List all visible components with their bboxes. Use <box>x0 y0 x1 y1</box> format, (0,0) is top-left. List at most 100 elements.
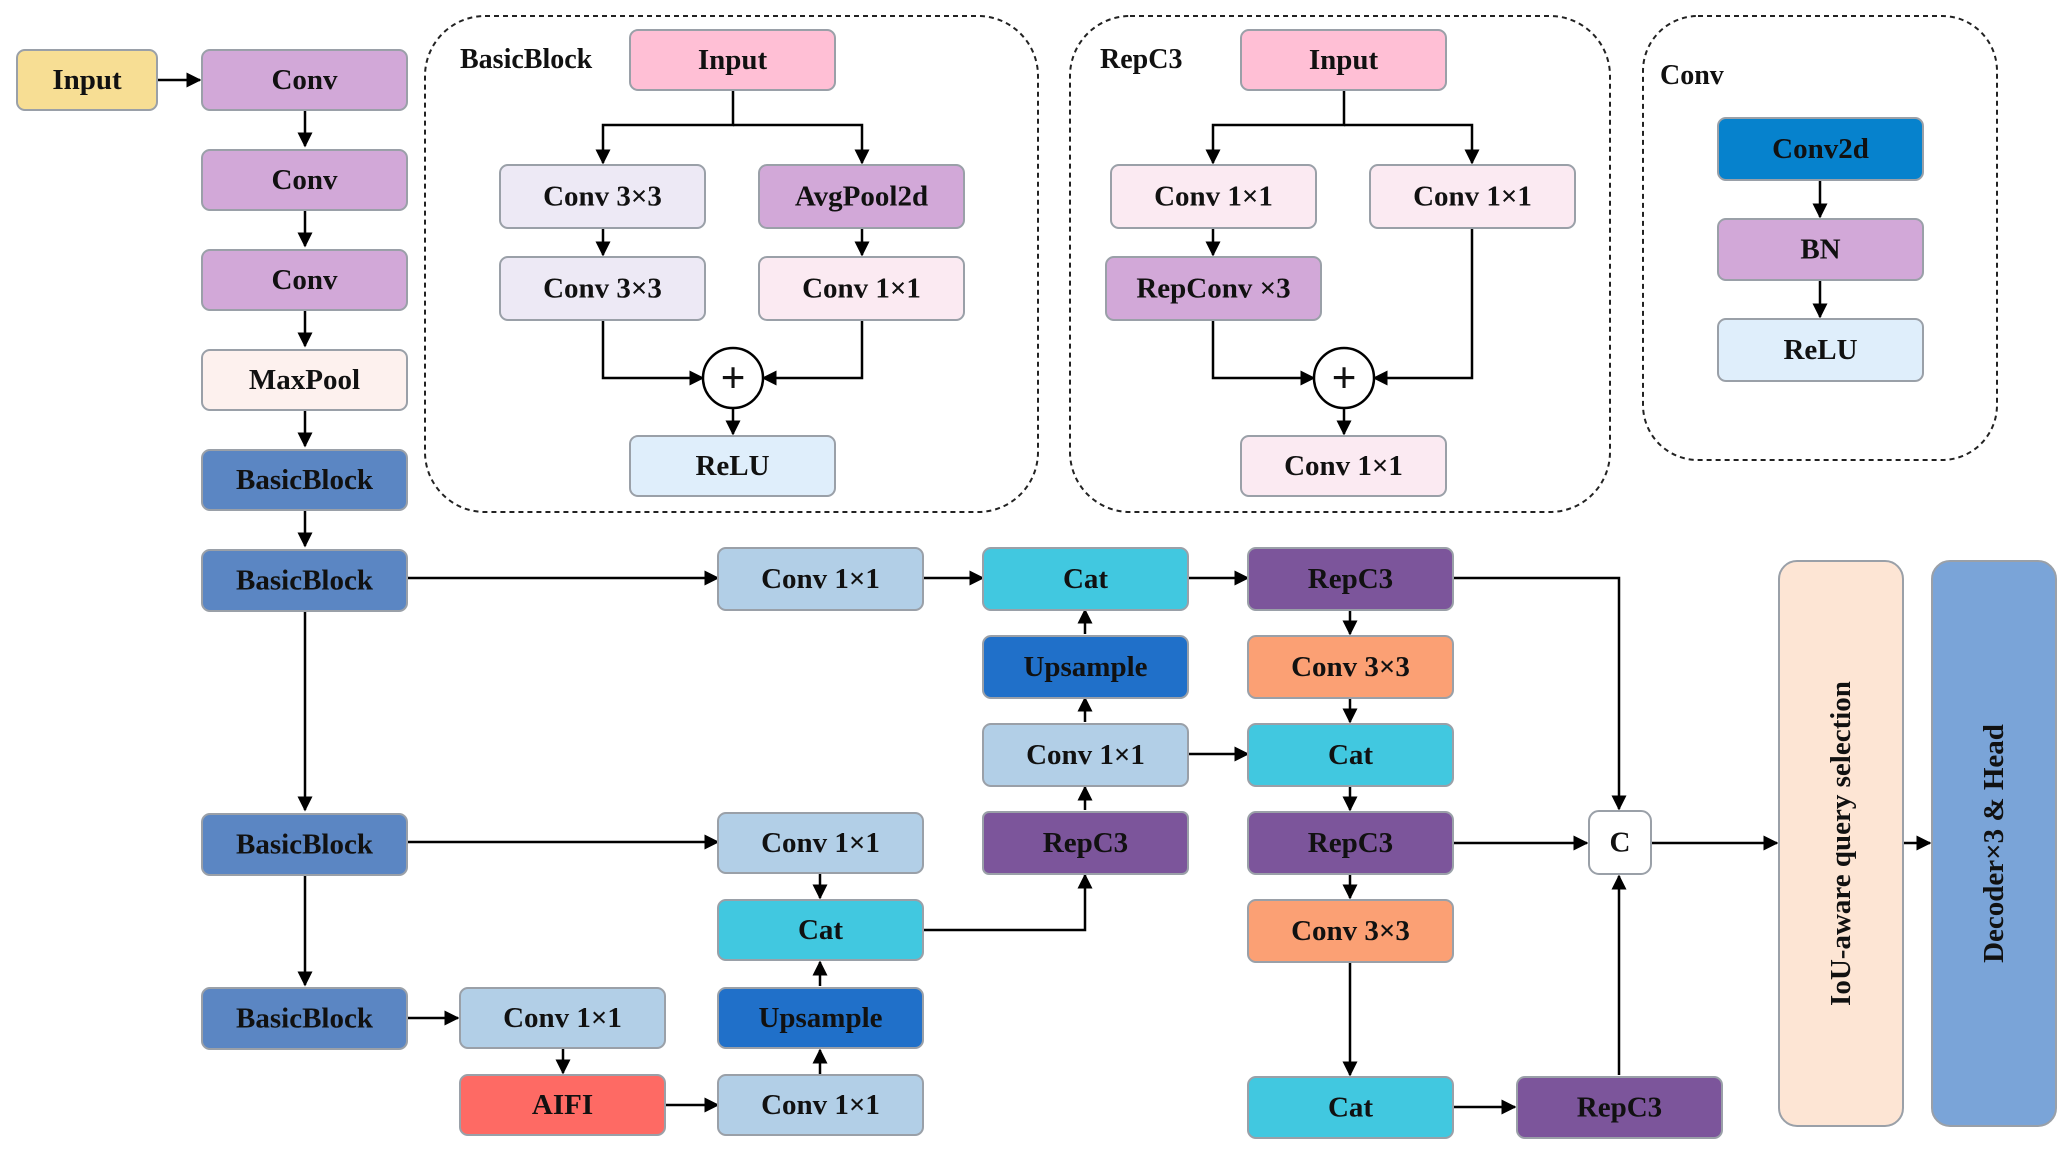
neck-conv3x3-a: Conv 3×3 <box>1247 635 1454 699</box>
basicblock-panel-avgpool: AvgPool2d <box>758 164 965 229</box>
neck-concat-box <box>1588 810 1652 875</box>
neck-repc3-out-2-label: RepC3 <box>1308 827 1393 859</box>
neck-conv3x3-a-label: Conv 3×3 <box>1291 651 1410 683</box>
backbone-conv-1-label: Conv <box>271 64 338 96</box>
head-iou-query-selection-box <box>1778 560 1904 1127</box>
neck-repc3-out-2: RepC3 <box>1247 811 1454 875</box>
conv-panel-bn: BN <box>1717 218 1924 281</box>
neck-aifi-box <box>459 1074 666 1136</box>
neck-conv-aifi: Conv 1×1 <box>717 1074 924 1136</box>
basicblock-panel-avgpool-label: AvgPool2d <box>795 181 928 213</box>
backbone-basicblock-2-label: BasicBlock <box>236 565 374 597</box>
neck-upsample-2-box <box>982 635 1189 699</box>
backbone-conv-3: Conv <box>201 249 408 311</box>
backbone-input: Input <box>16 49 158 111</box>
backbone-maxpool-box <box>201 349 408 411</box>
neck-cat-3: Cat <box>1247 723 1454 787</box>
neck-cat-2: Cat <box>982 547 1189 611</box>
neck-conv-s4-label: Conv 1×1 <box>503 1002 622 1034</box>
backbone-basicblock-4-label: BasicBlock <box>236 1003 374 1035</box>
connectors <box>158 72 1932 1115</box>
neck-cat-2-label: Cat <box>1063 563 1108 595</box>
neck-conv-s2-label: Conv 1×1 <box>761 563 880 595</box>
repc3-panel-repconv-label: RepConv ×3 <box>1136 273 1290 305</box>
neck-cat-3-label: Cat <box>1328 739 1373 771</box>
basicblock-panel-conv1x1-label: Conv 1×1 <box>802 273 921 305</box>
conv-panel-relu-box <box>1717 318 1924 382</box>
basicblock-panel-conv3x3-1-box <box>499 164 706 229</box>
basicblock-panel-conv1x1-box <box>758 256 965 321</box>
conv-panel-relu-label: ReLU <box>1783 334 1857 366</box>
neck-conv-aifi-label: Conv 1×1 <box>761 1089 880 1121</box>
neck-cat-2-box <box>982 547 1189 611</box>
repc3-panel-title: RepC3 <box>1100 44 1182 75</box>
backbone-basicblock-1-box <box>201 449 408 511</box>
neck-repc3-out-1-box <box>1247 547 1454 611</box>
head-iou-query-selection: IoU-aware query selection <box>1778 560 1904 1127</box>
neck-aifi: AIFI <box>459 1074 666 1136</box>
basicblock-panel-relu-label: ReLU <box>695 450 769 482</box>
conv-panel-conv2d-label: Conv2d <box>1772 133 1869 165</box>
neck-conv-aifi-box <box>717 1074 924 1136</box>
basicblock-panel-conv3x3-1-label: Conv 3×3 <box>543 181 662 213</box>
neck-cat-1-box <box>717 899 924 961</box>
backbone-basicblock-3: BasicBlock <box>201 813 408 876</box>
neck-cat-3-box <box>1247 723 1454 787</box>
repc3-panel-input-label: Input <box>1309 44 1379 76</box>
neck-cat-4: Cat <box>1247 1076 1454 1139</box>
backbone-maxpool-label: MaxPool <box>249 364 360 396</box>
basicblock-panel <box>424 15 1039 513</box>
conv-panel-relu: ReLU <box>1717 318 1924 382</box>
neck-concat-label: C <box>1610 827 1631 859</box>
basicblock-panel-avgpool-box <box>758 164 965 229</box>
repc3-panel-input: Input <box>1240 29 1447 91</box>
backbone-basicblock-2-box <box>201 549 408 612</box>
repc3-panel-conv1x1-left-label: Conv 1×1 <box>1154 181 1273 213</box>
head-decoder-label: Decoder×3 & Head <box>1978 724 2010 963</box>
basicblock-panel-title: BasicBlock <box>460 44 593 75</box>
basicblock-panel-add-icon-circle <box>701 346 765 410</box>
neck-conv-mid: Conv 1×1 <box>982 723 1189 787</box>
neck-repc3-1: RepC3 <box>982 811 1189 875</box>
backbone-basicblock-1: BasicBlock <box>201 449 408 511</box>
basicblock-panel-add-icon: + <box>701 346 765 410</box>
neck-conv-s3-box <box>717 812 924 874</box>
neck-cat-1-label: Cat <box>798 914 843 946</box>
head-iou-query-selection-label: IoU-aware query selection <box>1825 681 1857 1006</box>
backbone-conv-1-box <box>201 49 408 111</box>
basicblock-panel-input-label: Input <box>698 44 768 76</box>
neck-repc3-out-3-label: RepC3 <box>1577 1092 1662 1124</box>
basicblock-panel-conv1x1: Conv 1×1 <box>758 256 965 321</box>
backbone-conv-2-box <box>201 149 408 211</box>
basicblock-panel-input-box <box>629 29 836 91</box>
repc3-panel-conv1x1-right-label: Conv 1×1 <box>1413 181 1532 213</box>
basicblock-panel-input: Input <box>629 29 836 91</box>
repc3-panel-repconv-box <box>1105 256 1322 321</box>
neck-conv-s2: Conv 1×1 <box>717 547 924 611</box>
repc3-panel-conv1x1-left: Conv 1×1 <box>1110 164 1317 229</box>
repc3-panel-conv1x1-left-box <box>1110 164 1317 229</box>
neck-conv3x3-a-box <box>1247 635 1454 699</box>
neck-conv-s3: Conv 1×1 <box>717 812 924 874</box>
neck-upsample-1-label: Upsample <box>758 1002 882 1034</box>
basicblock-panel-relu: ReLU <box>629 435 836 497</box>
repc3-panel-repconv: RepConv ×3 <box>1105 256 1322 321</box>
conv-panel <box>1642 15 1998 461</box>
neck-repc3-out-3: RepC3 <box>1516 1076 1723 1139</box>
backbone-conv-2-label: Conv <box>271 164 338 196</box>
repc3-panel-add-icon: + <box>1312 346 1376 410</box>
neck-repc3-1-box <box>982 811 1189 875</box>
repc3-panel-add-icon-symbol: + <box>1331 354 1356 403</box>
backbone-input-box <box>16 49 158 111</box>
neck-conv-mid-box <box>982 723 1189 787</box>
backbone-conv-2: Conv <box>201 149 408 211</box>
neck-concat: C <box>1588 810 1652 875</box>
repc3-panel-conv1x1-out-box <box>1240 435 1447 497</box>
neck-upsample-1-box <box>717 987 924 1049</box>
neck-conv-s3-label: Conv 1×1 <box>761 827 880 859</box>
repc3-panel <box>1069 15 1611 513</box>
neck-repc3-1-label: RepC3 <box>1043 827 1128 859</box>
backbone-input-label: Input <box>52 64 122 96</box>
neck-cat-1: Cat <box>717 899 924 961</box>
